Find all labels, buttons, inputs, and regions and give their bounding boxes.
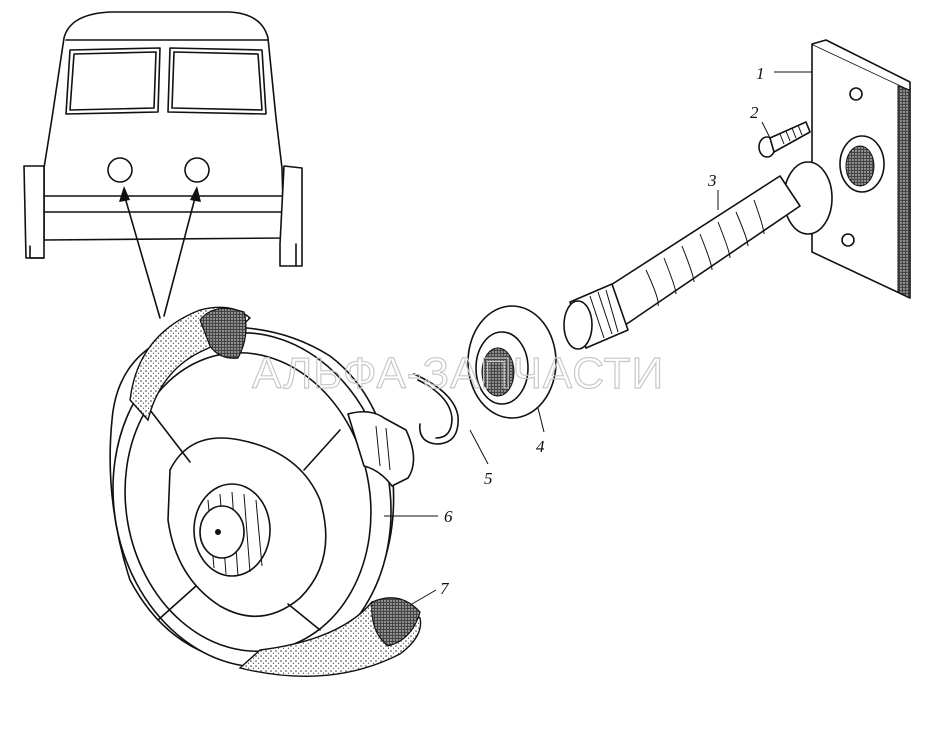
part-3-threaded-shaft bbox=[563, 161, 833, 350]
left-spare-wheel-location bbox=[107, 157, 133, 183]
location-arrows bbox=[119, 186, 201, 319]
vehicle-rear-view bbox=[23, 11, 303, 267]
callout-3: 3 bbox=[707, 171, 717, 190]
callout-7: 7 bbox=[440, 579, 450, 598]
callout-5: 5 bbox=[484, 469, 493, 488]
part-7-rubber-pads bbox=[129, 306, 422, 678]
watermark-text: АЛЬФА-ЗАПЧАСТИ bbox=[252, 349, 664, 398]
part-2-bolt bbox=[758, 121, 811, 158]
callout-1: 1 bbox=[756, 64, 765, 83]
leader-lines bbox=[384, 71, 812, 605]
callout-2: 2 bbox=[750, 103, 759, 122]
part-4-bushing bbox=[467, 305, 557, 419]
part-1-mounting-plate bbox=[811, 39, 911, 299]
right-spare-wheel-location bbox=[184, 157, 210, 183]
part-5-spring-clip bbox=[413, 373, 459, 445]
part-6-wheel-cover bbox=[109, 326, 415, 668]
callout-4: 4 bbox=[536, 437, 545, 456]
callout-6: 6 bbox=[444, 507, 453, 526]
